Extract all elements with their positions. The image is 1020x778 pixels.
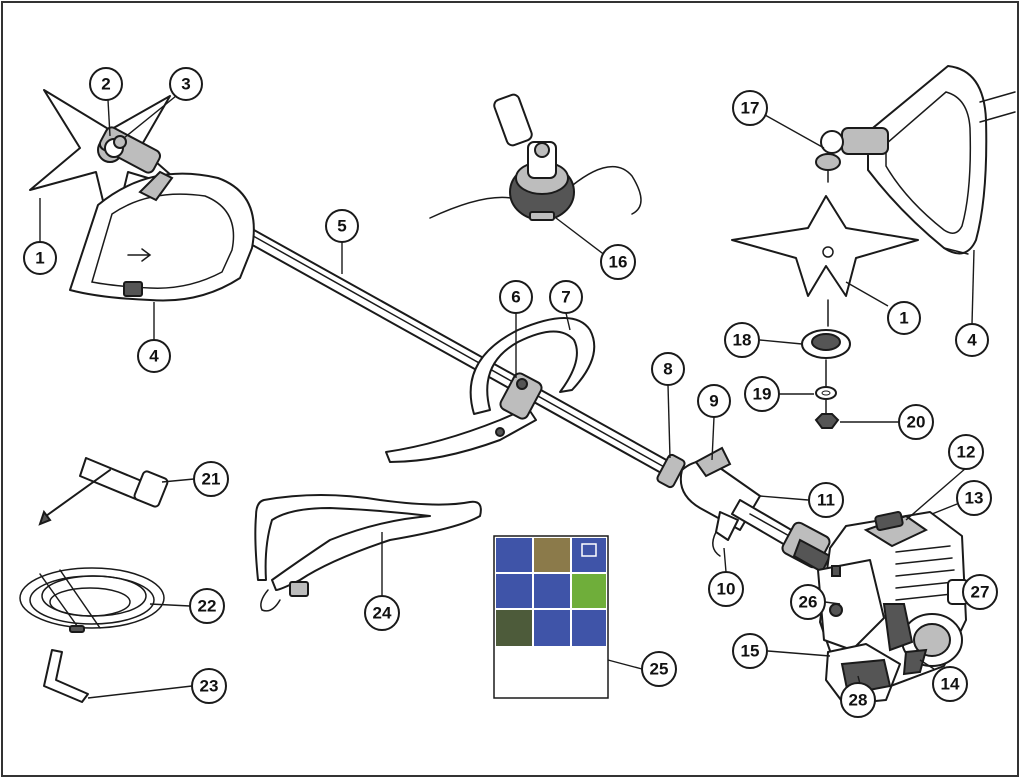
gear-head-left bbox=[98, 126, 162, 174]
callout-9: 9 bbox=[697, 384, 731, 418]
combination-spanner bbox=[38, 457, 169, 526]
engine bbox=[781, 511, 969, 705]
svg-text:17: 17 bbox=[741, 99, 760, 118]
svg-text:5: 5 bbox=[337, 217, 346, 236]
svg-text:28: 28 bbox=[849, 691, 868, 710]
svg-text:18: 18 bbox=[733, 331, 752, 350]
nut bbox=[814, 413, 840, 429]
callout-23: 23 bbox=[191, 668, 227, 704]
svg-text:8: 8 bbox=[663, 360, 672, 379]
svg-text:16: 16 bbox=[609, 253, 628, 272]
svg-text:2: 2 bbox=[101, 75, 110, 94]
svg-text:21: 21 bbox=[202, 470, 221, 489]
svg-text:1: 1 bbox=[35, 249, 44, 268]
svg-text:22: 22 bbox=[198, 597, 217, 616]
callout-12: 12 bbox=[948, 434, 984, 470]
callout-17: 17 bbox=[732, 90, 768, 126]
washer bbox=[815, 386, 837, 415]
svg-text:26: 26 bbox=[799, 593, 818, 612]
callout-11: 11 bbox=[808, 482, 844, 518]
svg-text:3: 3 bbox=[181, 75, 190, 94]
grass-blade-right bbox=[731, 195, 919, 327]
svg-text:1: 1 bbox=[899, 309, 908, 328]
svg-text:10: 10 bbox=[717, 580, 736, 599]
callout-15: 15 bbox=[732, 633, 768, 669]
blade-guard-left bbox=[69, 170, 255, 302]
callout-1b: 1 bbox=[887, 301, 921, 335]
callout-4b: 4 bbox=[955, 323, 989, 357]
callout-26: 26 bbox=[790, 584, 826, 620]
svg-text:25: 25 bbox=[650, 660, 669, 679]
callout-20: 20 bbox=[898, 404, 934, 440]
svg-text:24: 24 bbox=[373, 604, 392, 623]
svg-text:14: 14 bbox=[941, 675, 960, 694]
trimmer-head bbox=[429, 93, 642, 221]
callout-4: 4 bbox=[137, 339, 171, 373]
callout-27: 27 bbox=[962, 574, 998, 610]
leader-lines bbox=[39, 95, 975, 699]
callout-3: 3 bbox=[169, 67, 203, 101]
callout-16: 16 bbox=[600, 244, 636, 280]
callout-22: 22 bbox=[189, 588, 225, 624]
callout-19: 19 bbox=[744, 376, 780, 412]
callout-10: 10 bbox=[708, 571, 744, 607]
svg-text:23: 23 bbox=[200, 677, 219, 696]
svg-text:27: 27 bbox=[971, 583, 990, 602]
svg-text:20: 20 bbox=[907, 413, 926, 432]
hex-key bbox=[43, 649, 89, 703]
svg-text:11: 11 bbox=[817, 491, 835, 510]
callout-2: 2 bbox=[89, 67, 123, 101]
svg-text:19: 19 bbox=[753, 385, 772, 404]
svg-text:4: 4 bbox=[967, 331, 977, 350]
blade-guard-right bbox=[867, 65, 1016, 255]
harness-strap bbox=[254, 494, 482, 612]
svg-text:9: 9 bbox=[709, 392, 718, 411]
svg-text:15: 15 bbox=[741, 642, 760, 661]
callout-13: 13 bbox=[956, 480, 992, 516]
callout-7: 7 bbox=[549, 280, 583, 314]
callout-6: 6 bbox=[499, 280, 533, 314]
svg-text:7: 7 bbox=[561, 288, 570, 307]
svg-text:4: 4 bbox=[149, 347, 159, 366]
svg-text:6: 6 bbox=[511, 288, 520, 307]
trimmer-line-coil bbox=[19, 567, 165, 633]
svg-text:13: 13 bbox=[965, 489, 984, 508]
operators-manual bbox=[493, 535, 609, 699]
callout-5: 5 bbox=[325, 209, 359, 243]
loop-handle bbox=[385, 317, 596, 463]
svg-text:12: 12 bbox=[957, 443, 976, 462]
callout-8: 8 bbox=[651, 352, 685, 386]
callout-18: 18 bbox=[724, 322, 760, 358]
callout-21: 21 bbox=[193, 461, 229, 497]
callout-25: 25 bbox=[641, 651, 677, 687]
callout-28: 28 bbox=[840, 682, 876, 718]
callout-14: 14 bbox=[932, 666, 968, 702]
callout-24: 24 bbox=[364, 595, 400, 631]
gear-head-right bbox=[815, 127, 889, 183]
support-cup bbox=[801, 329, 851, 387]
callout-1: 1 bbox=[23, 241, 57, 275]
